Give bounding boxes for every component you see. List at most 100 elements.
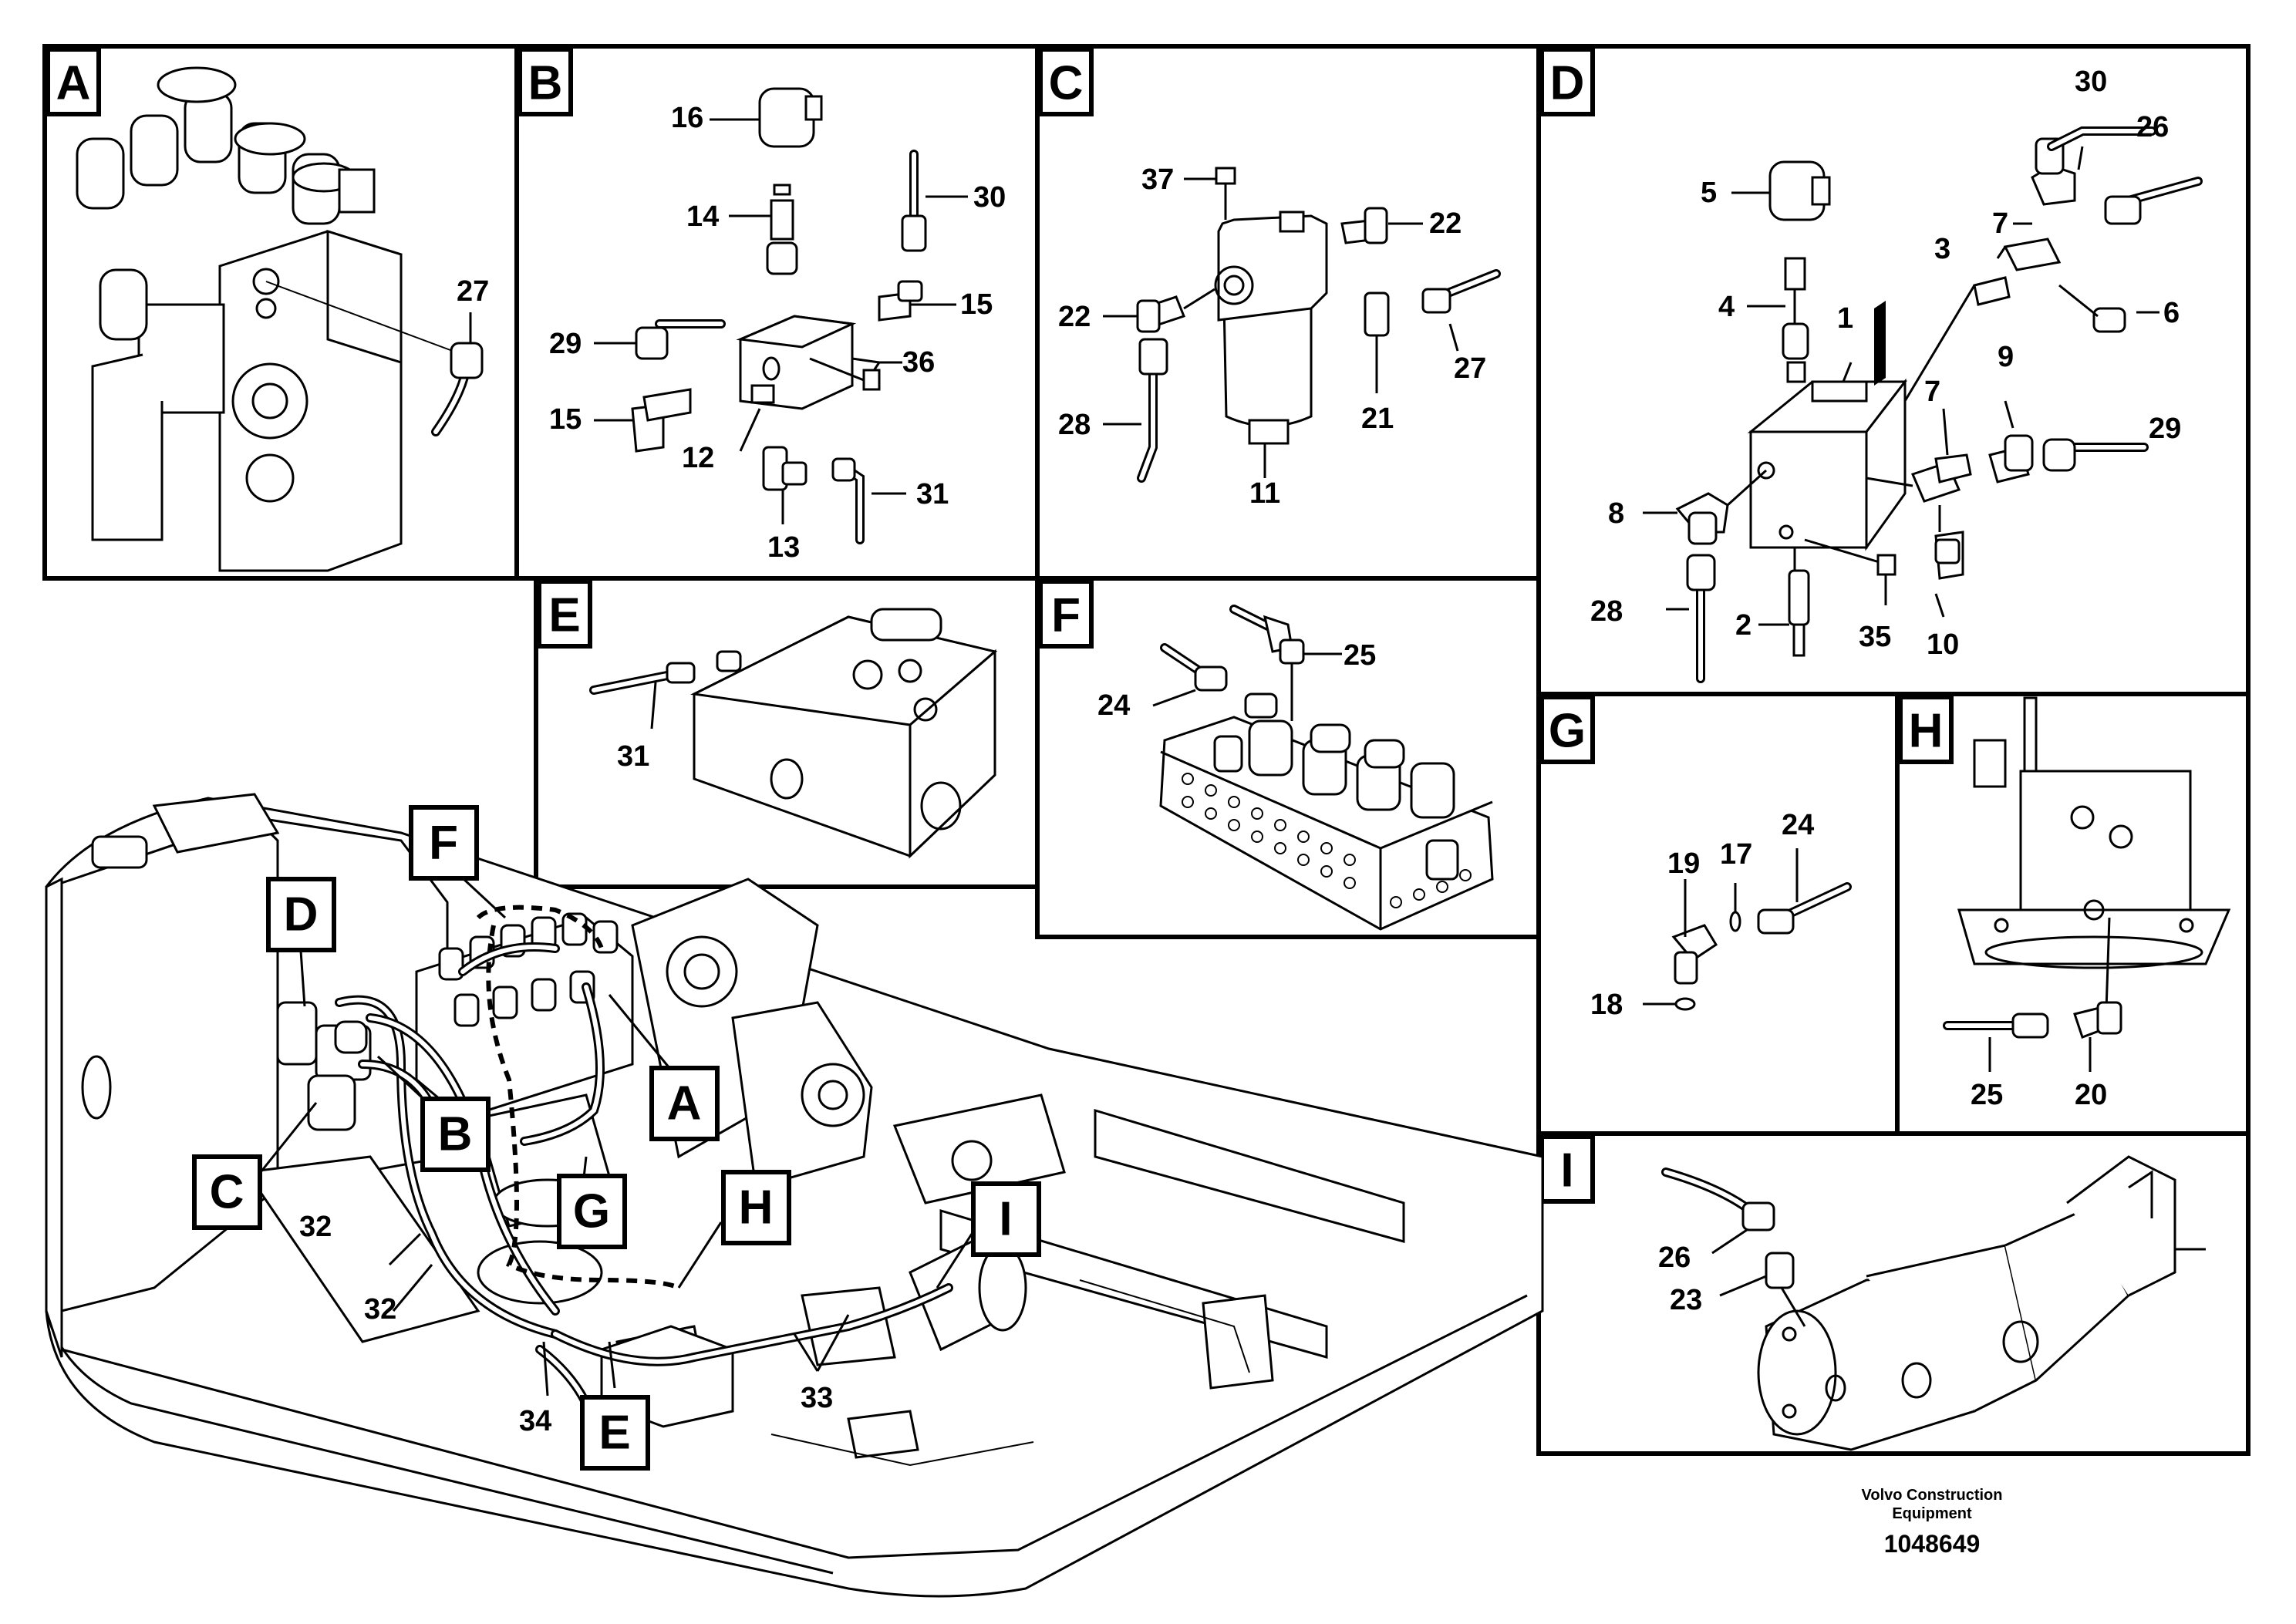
callout-2: 2 (1735, 609, 1752, 642)
hose-26-i (1661, 1167, 1775, 1255)
tag-e-box (580, 1395, 650, 1471)
callout-11: 11 (1249, 477, 1280, 510)
tag-d: D (284, 888, 319, 942)
callout-15-left: 15 (549, 403, 582, 436)
tag-g: G (573, 1185, 610, 1238)
callout-37: 37 (1141, 163, 1174, 196)
tag-b-box (420, 1097, 491, 1172)
panel-f-letter: F (1051, 589, 1081, 642)
callout-25-h: 25 (1971, 1079, 2003, 1111)
callout-32-lower: 32 (364, 1293, 396, 1326)
hose-27 (431, 312, 484, 436)
hose-28-c (1103, 338, 1168, 483)
tag-e: E (598, 1407, 630, 1460)
callout-8: 8 (1608, 497, 1624, 530)
callout-27: 27 (457, 275, 489, 308)
hose-24-g (1757, 848, 1852, 935)
callout-25-f: 25 (1344, 639, 1376, 672)
oring-18 (1643, 997, 1696, 1011)
manifold-block-e (690, 608, 998, 859)
hose-30 (901, 150, 968, 252)
callout-32-upper: 32 (299, 1211, 332, 1243)
tag-c-box (192, 1154, 262, 1230)
tag-g-box (557, 1174, 627, 1249)
callout-28-d: 28 (1590, 595, 1623, 628)
fitting-21 (1364, 291, 1390, 393)
panel-d-letter: D (1550, 57, 1585, 110)
callout-24-f: 24 (1097, 689, 1130, 722)
fittings-right-d (1866, 400, 2149, 618)
callout-18: 18 (1590, 989, 1623, 1021)
main-pump-overview (909, 1231, 1027, 1352)
hose-25-f (1229, 605, 1342, 721)
panel-e: E 31 (534, 576, 1040, 889)
oring-17 (1729, 883, 1741, 932)
footer-block: Volvo Construction Equipment 1048649 (1862, 1487, 2003, 1558)
tag-i-box (971, 1181, 1041, 1257)
callout-4: 4 (1718, 291, 1735, 323)
elbows-22 (1103, 207, 1423, 333)
callout-3: 3 (1934, 233, 1950, 265)
machine-overview (45, 793, 1544, 1598)
panel-i: I 26 23 (1536, 1131, 2250, 1456)
callout-30: 30 (973, 181, 1006, 214)
bolt-36 (809, 357, 902, 391)
elbow-19 (1671, 879, 1718, 985)
stem-4 (1747, 257, 1809, 383)
hose-routing (335, 905, 953, 1408)
solenoid-16 (710, 87, 823, 148)
company-name-line2: Equipment (1892, 1505, 1972, 1522)
elbow-8 (1643, 469, 1768, 545)
drawing-number: 1048649 (1884, 1530, 1981, 1558)
tag-f: F (429, 817, 458, 870)
callout-34: 34 (519, 1405, 551, 1437)
fittings-top-d (1903, 126, 2203, 402)
callout-31: 31 (916, 478, 949, 510)
callout-24-g: 24 (1782, 809, 1814, 841)
panel-i-letter: I (1560, 1144, 1573, 1198)
panel-h-letter: H (1909, 705, 1944, 758)
callout-26-d: 26 (2136, 111, 2169, 143)
panel-a-letter: A (56, 57, 91, 110)
solenoid-5 (1731, 160, 1831, 221)
callout-14: 14 (686, 200, 719, 233)
sensor-2 (1758, 548, 1810, 657)
fittings-15 (594, 280, 956, 453)
callout-9: 9 (1998, 341, 2014, 373)
callout-31-e: 31 (617, 740, 649, 773)
overview-tags: D F A B C G H I E (192, 805, 1041, 1471)
tag-b: B (438, 1108, 473, 1161)
tag-c: C (210, 1166, 244, 1219)
callout-7-top: 7 (1992, 207, 2008, 240)
panel-b: B (514, 44, 1040, 581)
boom-mount (631, 878, 1066, 1205)
tag-h-box (721, 1170, 791, 1245)
filter-11 (1214, 211, 1328, 478)
valve-block-1 (1747, 301, 1908, 551)
tag-d-box (266, 877, 336, 952)
callout-20: 20 (2075, 1079, 2107, 1111)
panel-f: F (1035, 576, 1541, 939)
stem-14 (729, 184, 798, 275)
hose-28-d (1666, 554, 1716, 683)
callout-13: 13 (767, 531, 800, 564)
overview-leaders (259, 866, 973, 1397)
callout-33: 33 (801, 1382, 833, 1414)
tag-a-box (649, 1066, 720, 1141)
panel-h: H 25 20 (1895, 692, 2250, 1136)
callout-22-right: 22 (1429, 207, 1462, 240)
callout-29: 29 (549, 328, 582, 360)
hose-27-c (1421, 269, 1501, 352)
hose-24-f (1152, 643, 1278, 719)
control-valve-drawing (76, 66, 464, 572)
panel-a: A (42, 44, 519, 581)
hose-31-e (589, 650, 742, 729)
callout-1: 1 (1837, 302, 1853, 335)
callout-6: 6 (2163, 297, 2180, 329)
elbow-20 (2073, 1001, 2122, 1072)
callout-17: 17 (1720, 838, 1752, 871)
tag-f-box (409, 805, 479, 881)
valve-block-12 (736, 315, 881, 452)
tag-i: I (999, 1193, 1012, 1246)
